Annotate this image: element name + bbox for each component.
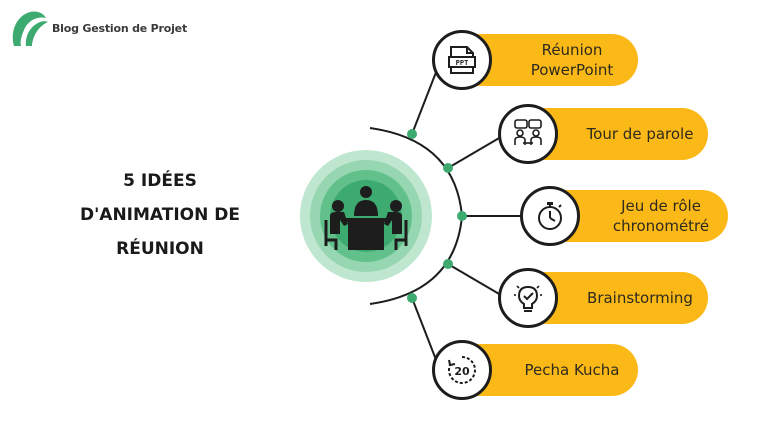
timer-badge: 20 bbox=[454, 365, 470, 378]
idea-item-brainstorming: Brainstorming bbox=[498, 268, 708, 328]
connector-dot bbox=[407, 293, 417, 303]
connector-dot bbox=[407, 129, 417, 139]
title-line-3: RÉUNION bbox=[116, 239, 204, 259]
connector-dot bbox=[443, 259, 453, 269]
title-line-2: D'ANIMATION DE bbox=[79, 205, 241, 225]
page-title: 5 IDÉES D'ANIMATION DE RÉUNION bbox=[60, 164, 260, 266]
idea-item-jeu-de-role: Jeu de rôle chronométré bbox=[520, 186, 728, 246]
idea-label: Brainstorming bbox=[587, 289, 693, 307]
discussion-icon bbox=[498, 104, 558, 164]
connector-dot bbox=[443, 163, 453, 173]
timer-20-icon: 20 bbox=[432, 340, 492, 400]
svg-text:PPT: PPT bbox=[456, 59, 469, 67]
idea-label: Jeu de rôle chronométré bbox=[612, 197, 710, 235]
idea-item-powerpoint: Réunion PowerPoint PPT bbox=[432, 30, 638, 90]
connector-dot bbox=[457, 211, 467, 221]
brand-name: Blog Gestion de Projet bbox=[52, 22, 187, 35]
stopwatch-icon bbox=[520, 186, 580, 246]
idea-item-tour-de-parole: Tour de parole bbox=[498, 104, 708, 164]
idea-item-pecha-kucha: Pecha Kucha 20 bbox=[432, 340, 638, 400]
idea-label: Pecha Kucha bbox=[524, 361, 620, 379]
ppt-icon: PPT bbox=[432, 30, 492, 90]
idea-label: Réunion PowerPoint bbox=[530, 41, 614, 79]
blog-logo-icon bbox=[12, 11, 48, 47]
meeting-hub-icon bbox=[300, 150, 432, 282]
title-line-1: 5 IDÉES bbox=[123, 171, 197, 191]
idea-label: Tour de parole bbox=[586, 125, 694, 143]
lightbulb-icon bbox=[498, 268, 558, 328]
